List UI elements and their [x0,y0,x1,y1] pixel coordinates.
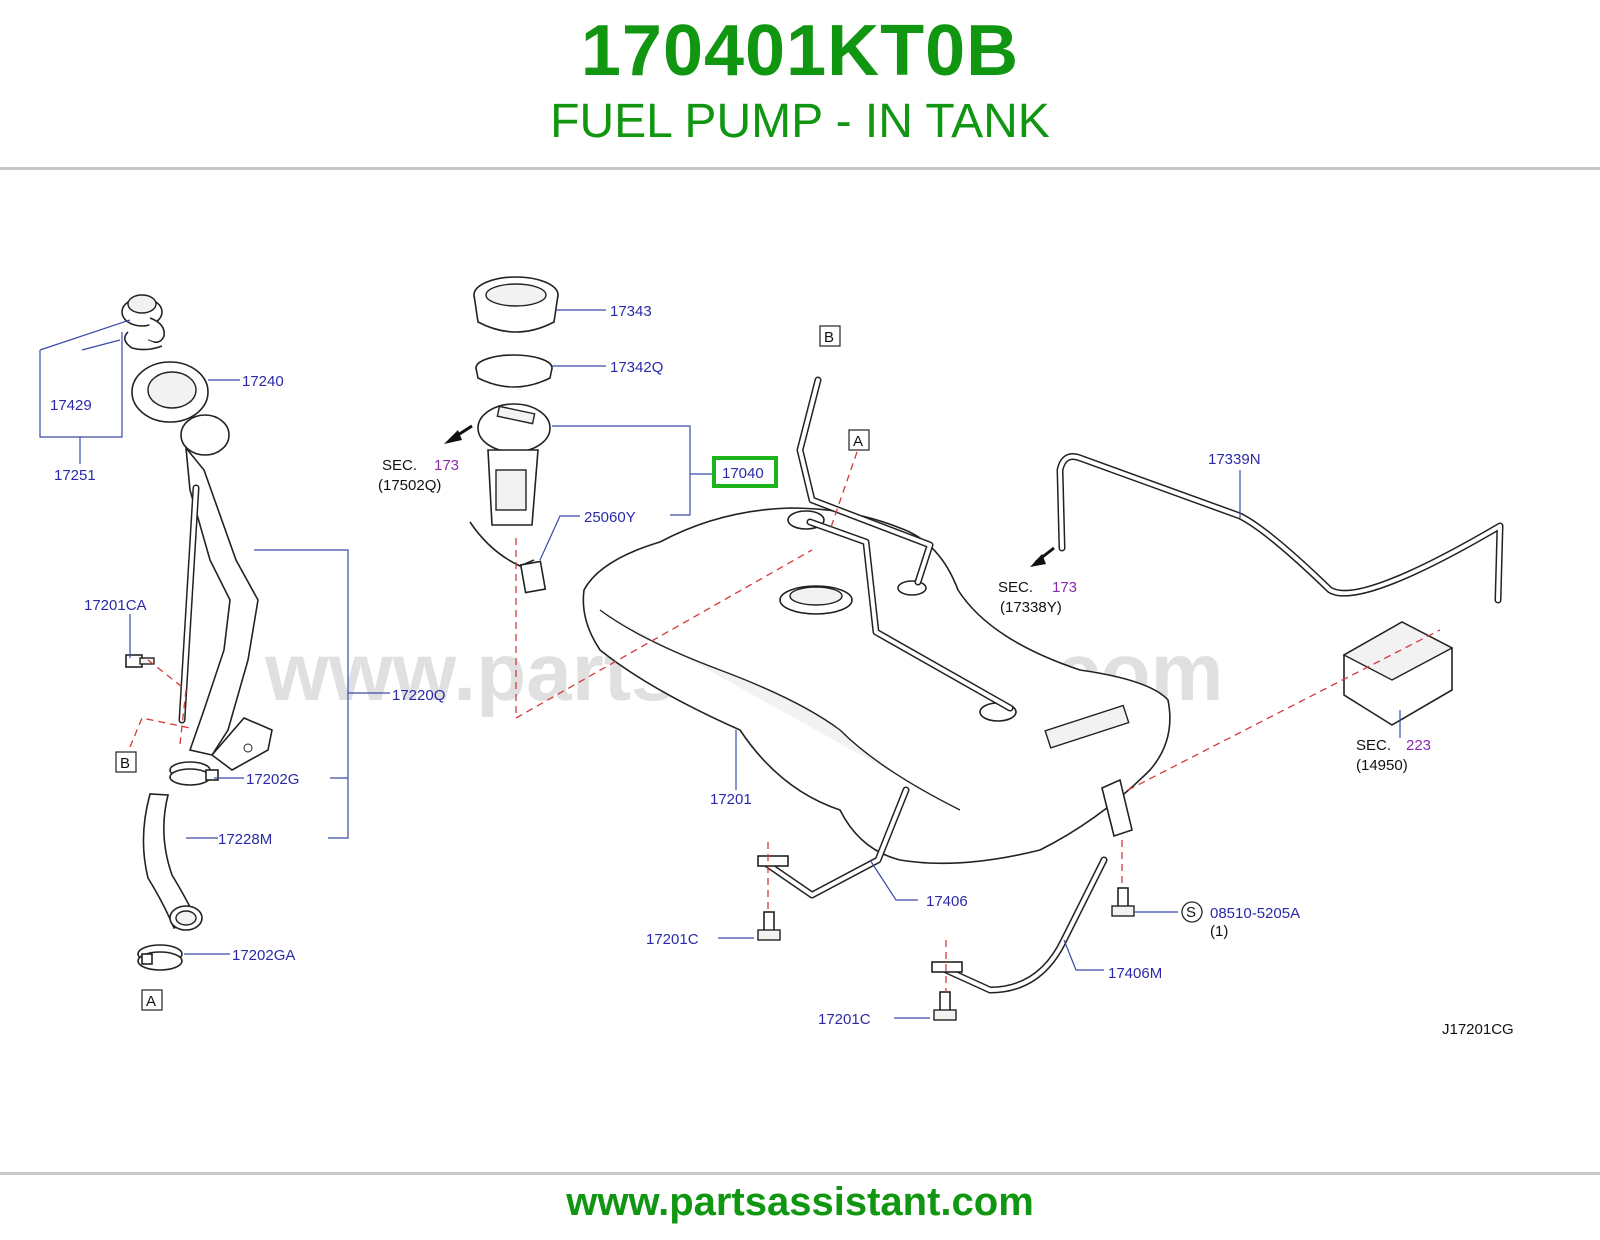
bolts-17201c [757,887,1135,1021]
filler-tube-17220q [178,414,273,771]
label-17202g[interactable]: 17202G [246,771,299,788]
label-17342q[interactable]: 17342Q [610,359,663,376]
sec-ref-left-word: SEC. [382,457,417,474]
label-quantity: (1) [1210,923,1228,940]
connector-b-top: B [824,329,834,346]
label-17240[interactable]: 17240 [242,373,284,390]
s-symbol-icon [1181,901,1203,923]
label-17201[interactable]: 17201 [710,791,752,808]
label-17201c-left[interactable]: 17201C [646,931,699,948]
sec-ref-right-code: (14950) [1356,757,1408,774]
label-08510-5205a[interactable]: 08510-5205A [1210,905,1300,922]
label-25060y[interactable]: 25060Y [584,509,636,526]
header-divider [0,167,1600,170]
hose-clamp-17202ga [137,944,183,971]
parts-diagram: www.partsassistant.com [39,276,1514,1038]
sec-ref-left-code: (17502Q) [378,477,441,494]
label-17201ca[interactable]: 17201CA [84,597,147,614]
sec-ref-mid-number[interactable]: 173 [1052,579,1077,596]
sec-ref-left-number[interactable]: 173 [434,457,459,474]
label-17201c-right[interactable]: 17201C [818,1011,871,1028]
filler-neck-ring-17240 [131,361,209,423]
gasket-17342q [475,354,553,388]
leader-lines [39,309,1401,1019]
section-references: SEC. 173 (17502Q) SEC. 173 (17338Y) SEC.… [378,457,1431,774]
tank-internal-line [806,518,1014,712]
evap-canister [1342,621,1454,726]
tank-strap-17406 [757,786,910,899]
label-17251[interactable]: 17251 [54,467,96,484]
connector-a-bottom: A [146,993,156,1010]
page-header: 170401KT0B FUEL PUMP - IN TANK [0,0,1600,168]
part-description-subtitle: FUEL PUMP - IN TANK [550,95,1050,148]
connector-b-left: B [120,755,130,772]
sec-ref-right-number[interactable]: 223 [1406,737,1431,754]
hose-clamp-17202g [169,761,219,786]
diagram-code: J17201CG [1442,1021,1514,1038]
label-17202ga[interactable]: 17202GA [232,947,295,964]
label-17406[interactable]: 17406 [926,893,968,910]
assembly-guide-lines [129,451,1441,992]
label-17343[interactable]: 17343 [610,303,652,320]
evap-tube-17339n [1056,453,1504,604]
fuel-pump-assembly-17040 [469,403,551,594]
sec-ref-mid-word: SEC. [998,579,1033,596]
s-symbol-letter: S [1186,904,1196,921]
label-17228m[interactable]: 17228M [218,831,272,848]
label-17406m[interactable]: 17406M [1108,965,1162,982]
label-17220q[interactable]: 17220Q [392,687,445,704]
tank-strap-17406m [931,856,1108,994]
part-labels: 17343 17342Q 17040 25060Y 17429 17240 17… [50,303,1514,1038]
sec-ref-mid-code: (17338Y) [1000,599,1062,616]
fuel-tank-17201 [582,507,1171,865]
filler-vent-tube [796,376,934,586]
fuel-filler-cap [121,294,166,351]
connector-a-top: A [853,433,863,450]
direction-arrows [444,424,1055,567]
filler-hose-17228m [142,793,203,931]
footer-divider [0,1172,1600,1175]
lock-ring-17343 [473,276,559,333]
connector-markers: B A B A [115,325,870,1011]
label-17040-highlighted[interactable]: 17040 [722,465,764,482]
label-17339n[interactable]: 17339N [1208,451,1261,468]
footer-website-link[interactable]: www.partsassistant.com [566,1180,1034,1224]
highlight-box-17040 [712,456,778,488]
label-17429[interactable]: 17429 [50,397,92,414]
sec-ref-right-word: SEC. [1356,737,1391,754]
part-number-title: 170401KT0B [580,11,1020,91]
